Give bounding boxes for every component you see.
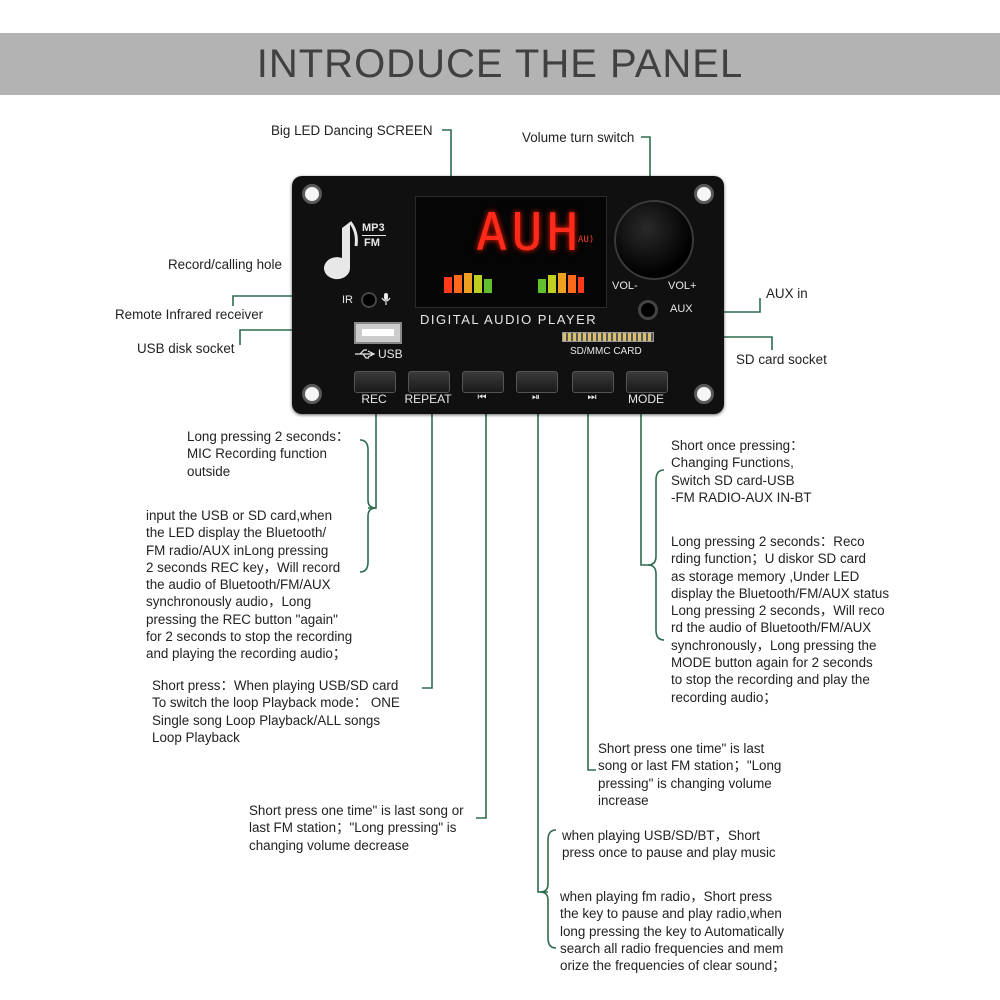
mount-hole <box>302 184 322 204</box>
audio-panel: MP3 FM AUH AU) VOL- VOL+ AUX IR <box>292 176 724 414</box>
rec-brace <box>359 439 377 573</box>
sd-socket-callout: SD card socket <box>736 352 827 367</box>
play-leader <box>537 404 548 893</box>
aux-jack[interactable] <box>638 300 658 320</box>
microphone-icon <box>381 293 391 305</box>
ir-label: IR <box>342 294 353 306</box>
vol-minus-label: VOL- <box>612 280 638 292</box>
vol-plus-label: VOL+ <box>668 280 697 292</box>
ir-receiver <box>361 292 377 308</box>
usb-socket-callout: USB disk socket <box>137 341 235 356</box>
play-pause-label: ⏯ <box>532 392 540 403</box>
rec-button[interactable] <box>354 371 396 393</box>
prev-button[interactable] <box>462 371 504 393</box>
volume-knob[interactable] <box>614 200 694 280</box>
usb-icon <box>355 349 376 359</box>
next-leader <box>587 404 596 771</box>
music-note-icon <box>324 221 358 280</box>
sd-card-label: SD/MMC CARD <box>570 346 642 357</box>
play-pause-button[interactable] <box>516 371 558 393</box>
sd-card-slot[interactable] <box>562 332 654 342</box>
remote-callout: Remote Infrared receiver <box>115 307 264 322</box>
mode-leader <box>640 404 650 566</box>
repeat-label: REPEAT <box>404 392 452 406</box>
rec-leader <box>368 404 377 509</box>
led-small-text: AU) <box>578 235 595 245</box>
page-title: INTRODUCE THE PANEL <box>256 42 744 86</box>
title-banner: INTRODUCE THE PANEL <box>0 33 1000 95</box>
led-screen: AUH AU) <box>415 196 607 308</box>
aux-in-callout: AUX in <box>766 286 808 301</box>
mount-hole <box>694 184 714 204</box>
next-button[interactable] <box>572 371 614 393</box>
rec-label: REC <box>361 392 387 406</box>
volume-callout: Volume turn switch <box>522 130 635 145</box>
aux-label: AUX <box>670 303 693 315</box>
rec-long-note: Long pressing 2 seconds：MIC Recording fu… <box>187 429 350 479</box>
fm-label: FM <box>364 237 380 249</box>
led-display-text: AUH <box>476 203 582 263</box>
mode-short-note: Short once pressing：Changing Functions,S… <box>671 438 812 505</box>
brand-label: DIGITAL AUDIO PLAYER <box>420 312 598 327</box>
record-hole-callout: Record/calling hole <box>168 257 282 272</box>
screen-callout: Big LED Dancing SCREEN <box>271 123 433 138</box>
repeat-button[interactable] <box>408 371 450 393</box>
spectrum-bars <box>444 273 584 293</box>
prev-leader <box>476 404 487 819</box>
usb-label: USB <box>378 347 403 361</box>
mount-hole <box>302 384 322 404</box>
next-label: ⏭ <box>587 392 597 403</box>
play-brace <box>539 829 557 949</box>
usb-port[interactable] <box>354 322 402 344</box>
mode-button[interactable] <box>626 371 668 393</box>
mp3-label: MP3 <box>362 222 385 234</box>
repeat-leader <box>422 404 433 689</box>
mode-brace <box>647 469 665 641</box>
mode-label: MODE <box>628 392 664 406</box>
prev-label: ⏮ <box>477 392 487 403</box>
mount-hole <box>694 384 714 404</box>
